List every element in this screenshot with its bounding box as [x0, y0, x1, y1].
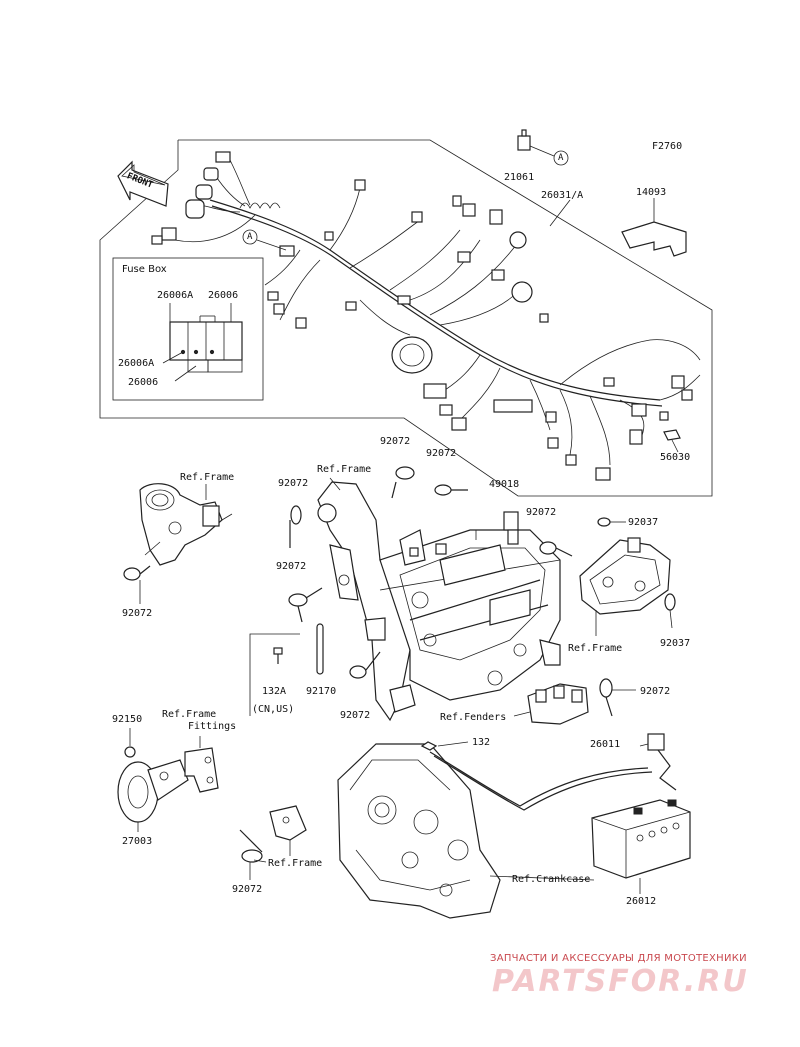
label-26011: 26011: [590, 739, 621, 750]
label-92072-frame-right: 92072: [526, 507, 557, 518]
clamp-92072-fender: [599, 678, 636, 717]
bolt-132a-frame: [249, 633, 300, 716]
ref-frame-4: Ref.Frame: [268, 858, 323, 869]
main-wire-harness: [151, 151, 701, 481]
label-132a-note: (CN,US): [252, 704, 295, 715]
label-132a: 132A: [262, 686, 287, 697]
label-92072-frame-topright: 92072: [426, 448, 457, 459]
battery-cable: [429, 751, 649, 807]
label-92072-frame-bottom: 92072: [340, 710, 371, 721]
callout-a-circle-harness: [242, 229, 258, 245]
clamp-92072-frame-bottom: [349, 651, 381, 679]
clamp-92072-bottom-left: [239, 829, 263, 880]
label-21061: 21061: [504, 172, 535, 183]
clamp-92072-frame-mid-left: [288, 587, 323, 623]
clip-92037-bottom: [664, 593, 676, 629]
label-92072-fender: 92072: [640, 686, 671, 697]
label-92072-frame-top: 92072: [380, 436, 411, 447]
clamp-92072-frame-right: [539, 541, 573, 557]
label-92072-frame-topleft: 92072: [278, 478, 309, 489]
fuse-box-frame: [112, 257, 264, 401]
label-92072-frame-midleft: 92072: [276, 561, 307, 572]
bolt-132: [420, 741, 469, 751]
clamp-92072-frame-top-left: [289, 505, 302, 548]
battery-26012: [591, 799, 691, 894]
diagram-code: F2760: [652, 141, 683, 152]
clamp-92072-frame-top-right: [434, 484, 468, 496]
main-frame: [317, 481, 561, 722]
connector-21061: [517, 129, 531, 151]
nut-92150: [124, 728, 136, 758]
watermark-tagline: ЗАПЧАСТИ И АКСЕССУАРЫ ДЛЯ МОТОТЕХНИКИ: [490, 953, 747, 964]
fuse-box: [162, 303, 243, 382]
part-26011: [647, 733, 677, 791]
ref-frame-fittings-line1: Ref.Frame: [162, 709, 217, 720]
label-26006a-top: 26006A: [157, 290, 194, 301]
ref-frame-2: Ref.Frame: [317, 464, 372, 475]
clamp-92072-frame-top: [391, 466, 415, 499]
label-49018: 49018: [489, 479, 520, 490]
label-92037-top: 92037: [628, 517, 659, 528]
clip-92037-top: [597, 517, 626, 527]
bolt-132a: [273, 647, 283, 664]
ref-frame-fittings-line2: Fittings: [188, 721, 237, 732]
label-26012: 26012: [626, 896, 657, 907]
harness-group-outline: [99, 139, 713, 497]
part-56030: [663, 429, 681, 441]
label-26006-top: 26006: [208, 290, 239, 301]
callout-a-circle-top: [553, 150, 569, 166]
label-92170: 92170: [306, 686, 337, 697]
ref-frame-1: Ref.Frame: [180, 472, 235, 483]
watermark-logo: PARTSFOR.RU: [492, 964, 749, 999]
ref-frame-3: Ref.Frame: [568, 643, 623, 654]
label-132: 132: [472, 737, 491, 748]
front-arrow-icon: [117, 160, 169, 207]
right-bracket-assembly: [579, 537, 671, 636]
label-56030: 56030: [660, 452, 691, 463]
ref-crankcase: Ref.Crankcase: [512, 874, 591, 885]
part-49018: [503, 511, 519, 545]
label-26006a-left: 26006A: [118, 358, 155, 369]
ref-fenders: Ref.Fenders: [440, 712, 507, 723]
label-26031a: 26031/A: [541, 190, 584, 201]
strap-92170: [316, 623, 324, 675]
label-92072-left: 92072: [122, 608, 153, 619]
lower-left-bracket: [269, 805, 307, 856]
fuse-box-title: Fuse Box: [122, 264, 167, 275]
label-92072-bottom-left: 92072: [232, 884, 263, 895]
label-14093: 14093: [636, 187, 667, 198]
label-92150: 92150: [112, 714, 143, 725]
clamp-92072-left: [123, 565, 151, 604]
crankcase: [337, 743, 501, 919]
ignition-switch-assembly: [139, 483, 233, 566]
label-26006-bottom: 26006: [128, 377, 159, 388]
bracket-14093: [621, 221, 687, 257]
label-92037-bottom: 92037: [660, 638, 691, 649]
label-27003: 27003: [122, 836, 153, 847]
callout-a-top: A: [558, 153, 564, 163]
horn-bracket-fittings: [184, 736, 219, 793]
horn-27003: [117, 759, 189, 832]
callout-a-harness: A: [247, 232, 253, 242]
fender-connector-bracket: [513, 683, 589, 725]
